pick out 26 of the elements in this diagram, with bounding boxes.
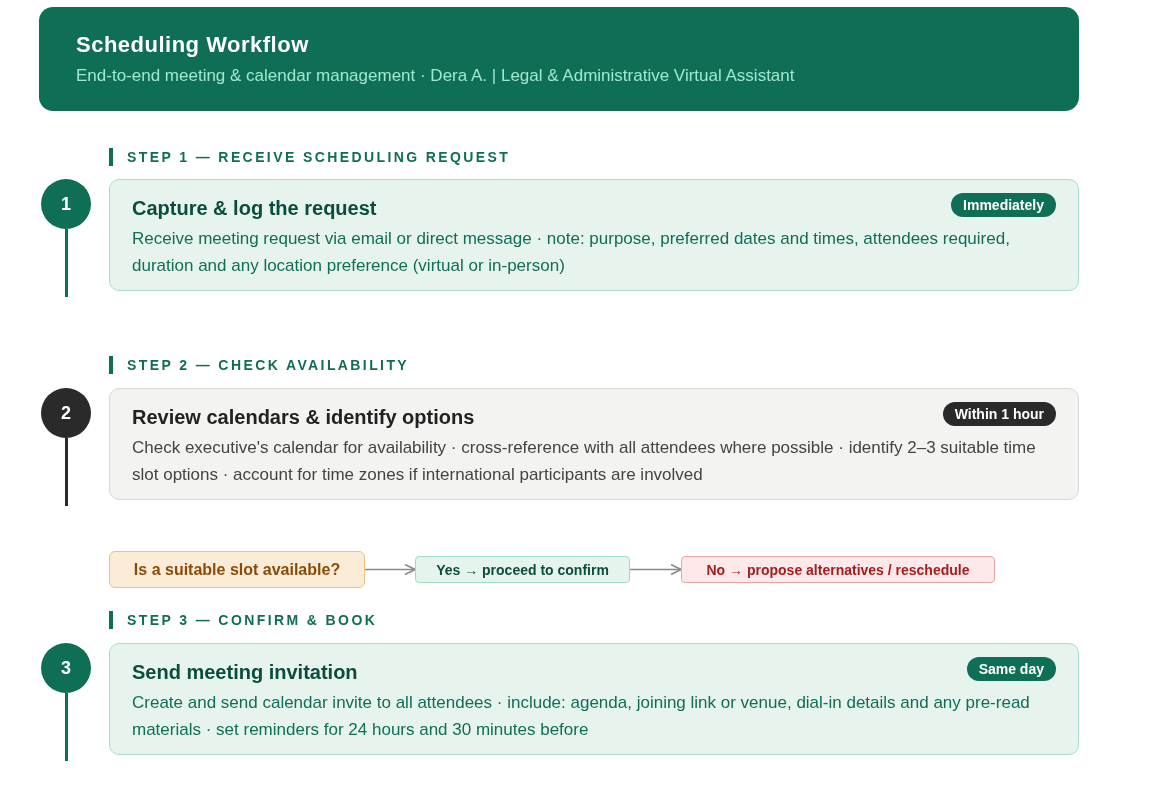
step-heading: STEP 1 — RECEIVE SCHEDULING REQUEST [109,148,511,166]
step-heading: STEP 3 — CONFIRM & BOOK [109,611,378,629]
outcome-box: Yes → proceed to confirm [415,556,630,583]
time-badge: Same day [966,657,1056,681]
time-badge: Immediately [951,193,1056,217]
card-heading: Send meeting invitation [132,660,359,685]
arrow [364,563,416,576]
header-title: Scheduling Workflow [76,31,309,59]
step-card [109,179,1079,291]
card-description: Create and send calendar invite to all attendees · include: agenda, joining link or venue, dial-in details and any pre-read materials · set reminders for 24 hours and 30 minutes before [132,692,1031,741]
card-heading: Capture & log the request [132,196,378,221]
step-card [109,388,1079,500]
header-banner [39,7,1079,111]
step-number-circle: 3 [41,643,91,693]
step-number-circle: 1 [41,179,91,229]
decision-box: Is a suitable slot available? [109,551,365,588]
step-number-circle: 2 [41,388,91,438]
card-description: Receive meeting request via email or direct message · note: purpose, preferred dates and times, attendees required, duration and any location preference (virtual or in-person) [132,228,1011,277]
step-heading: STEP 2 — CHECK AVAILABILITY [109,356,410,374]
card-description: Check executive's calendar for availability · cross-reference with all attendees where possible · identify 2–3 suitable time slot options · account for time zones if international participants are involved [132,437,1037,486]
card-heading: Review calendars & identify options [132,405,476,430]
outcome-box: No → propose alternatives / reschedule [681,556,995,583]
arrow [629,563,682,576]
step-card [109,643,1079,755]
time-badge: Within 1 hour [942,402,1056,426]
header-subtitle: End-to-end meeting & calendar management · Dera A. | Legal & Administrative Virtual Assistant [76,65,795,87]
